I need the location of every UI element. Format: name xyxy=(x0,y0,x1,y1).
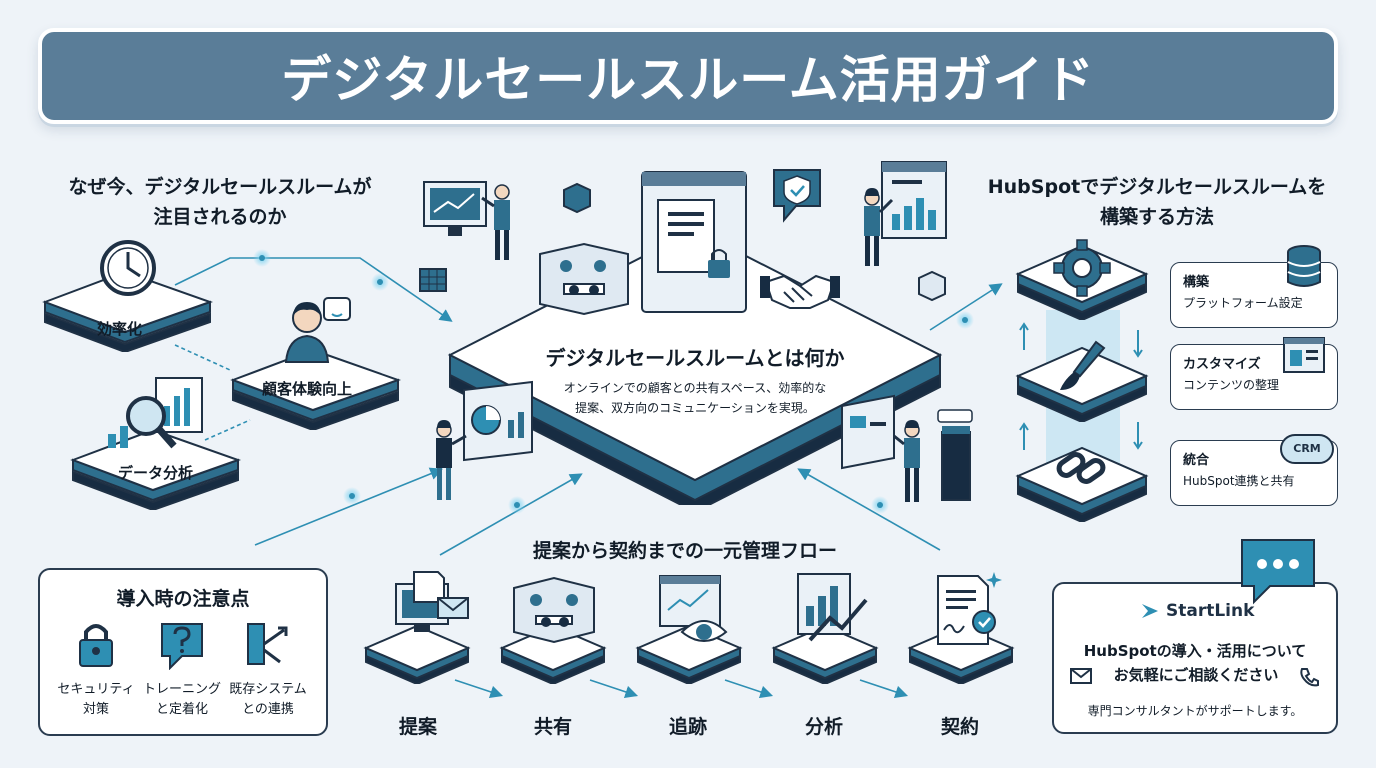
document-window-icon xyxy=(641,171,747,313)
crm-badge: CRM xyxy=(1280,434,1334,464)
why-item-data-analysis: データ分析 xyxy=(118,464,194,482)
content-layout-icon xyxy=(1283,337,1325,373)
caution-item-security: セキュリティ 対策 xyxy=(57,682,135,717)
cube-icon xyxy=(918,270,946,302)
startlink-logo-icon xyxy=(1142,604,1158,618)
why-item-efficiency: 効率化 xyxy=(97,320,143,338)
data-blocks-icon xyxy=(419,268,447,292)
eye-tracking-icon xyxy=(659,575,728,642)
chat-bubble-icon xyxy=(1241,539,1315,605)
build-heading: HubSpotでデジタルセールスルームを 構築する方法 xyxy=(987,176,1327,228)
database-icon xyxy=(1287,245,1321,287)
flow-platform-share xyxy=(499,624,607,684)
link-icon xyxy=(1056,452,1106,484)
title-banner: デジタルセールスルーム活用ガイド xyxy=(38,28,1338,124)
platform-customer-experience xyxy=(230,348,402,430)
meeting-room-icon xyxy=(539,242,629,316)
phone-icon xyxy=(1300,668,1319,687)
contact-line-2: お気軽にご相談ください xyxy=(1113,666,1279,684)
flow-step-proposal: 提案 xyxy=(398,716,437,738)
presenter-dashboard-icon xyxy=(436,380,533,500)
presenter-chart-icon xyxy=(864,161,947,266)
flow-step-contract: 契約 xyxy=(940,716,979,738)
mail-icon xyxy=(1070,668,1092,684)
flow-platform-proposal xyxy=(363,624,471,684)
flow-heading: 提案から契約までの一元管理フロー xyxy=(532,540,837,562)
platform-integrate xyxy=(1015,446,1149,522)
center-heading: デジタルセールスルームとは何か xyxy=(545,346,845,370)
flow-step-share: 共有 xyxy=(533,716,572,738)
caution-item-training: トレーニング と定着化 xyxy=(142,682,221,717)
lock-icon xyxy=(79,624,113,667)
question-bubble-icon xyxy=(161,623,203,670)
share-meeting-icon xyxy=(513,576,595,644)
clock-icon xyxy=(100,240,156,296)
shield-check-icon xyxy=(773,169,821,223)
contract-signature-icon xyxy=(937,572,1002,645)
analysis-chart-icon xyxy=(797,573,868,642)
why-item-customer-experience: 顧客体験向上 xyxy=(262,380,353,398)
gear-icon xyxy=(1053,239,1111,297)
flow-step-analyze: 分析 xyxy=(804,716,843,738)
handshake-icon xyxy=(760,274,840,309)
contact-line-1: HubSpotの導入・活用について xyxy=(1083,642,1307,660)
caution-item-integration: 既存システム との連携 xyxy=(229,682,307,717)
caution-heading: 導入時の注意点 xyxy=(116,588,250,610)
system-link-icon xyxy=(247,623,288,665)
magnifier-chart-icon xyxy=(108,377,203,449)
cube-icon xyxy=(563,182,591,214)
contact-card[interactable] xyxy=(1052,582,1338,734)
contact-line-3: 専門コンサルタントがサポートします。 xyxy=(1087,704,1303,718)
brand-name: StartLink xyxy=(1166,601,1255,621)
platform-build xyxy=(1015,244,1149,320)
platform-customize xyxy=(1015,346,1149,422)
presentation-monitor-icon xyxy=(423,181,510,260)
paintbrush-icon xyxy=(1060,340,1106,390)
why-heading: なぜ今、デジタルセールスルームが 注目されるのか xyxy=(68,176,372,228)
person-chat-icon xyxy=(284,297,351,363)
presenter-server-icon xyxy=(841,394,973,502)
platform-efficiency xyxy=(42,270,214,352)
page-title: デジタルセールスルーム活用ガイド xyxy=(281,51,1095,109)
flow-step-track: 追跡 xyxy=(668,716,707,738)
center-description: オンラインでの顧客との共有スペース、効率的な 提案、双方向のコミュニケーションを… xyxy=(563,381,827,415)
proposal-icon xyxy=(395,571,469,632)
